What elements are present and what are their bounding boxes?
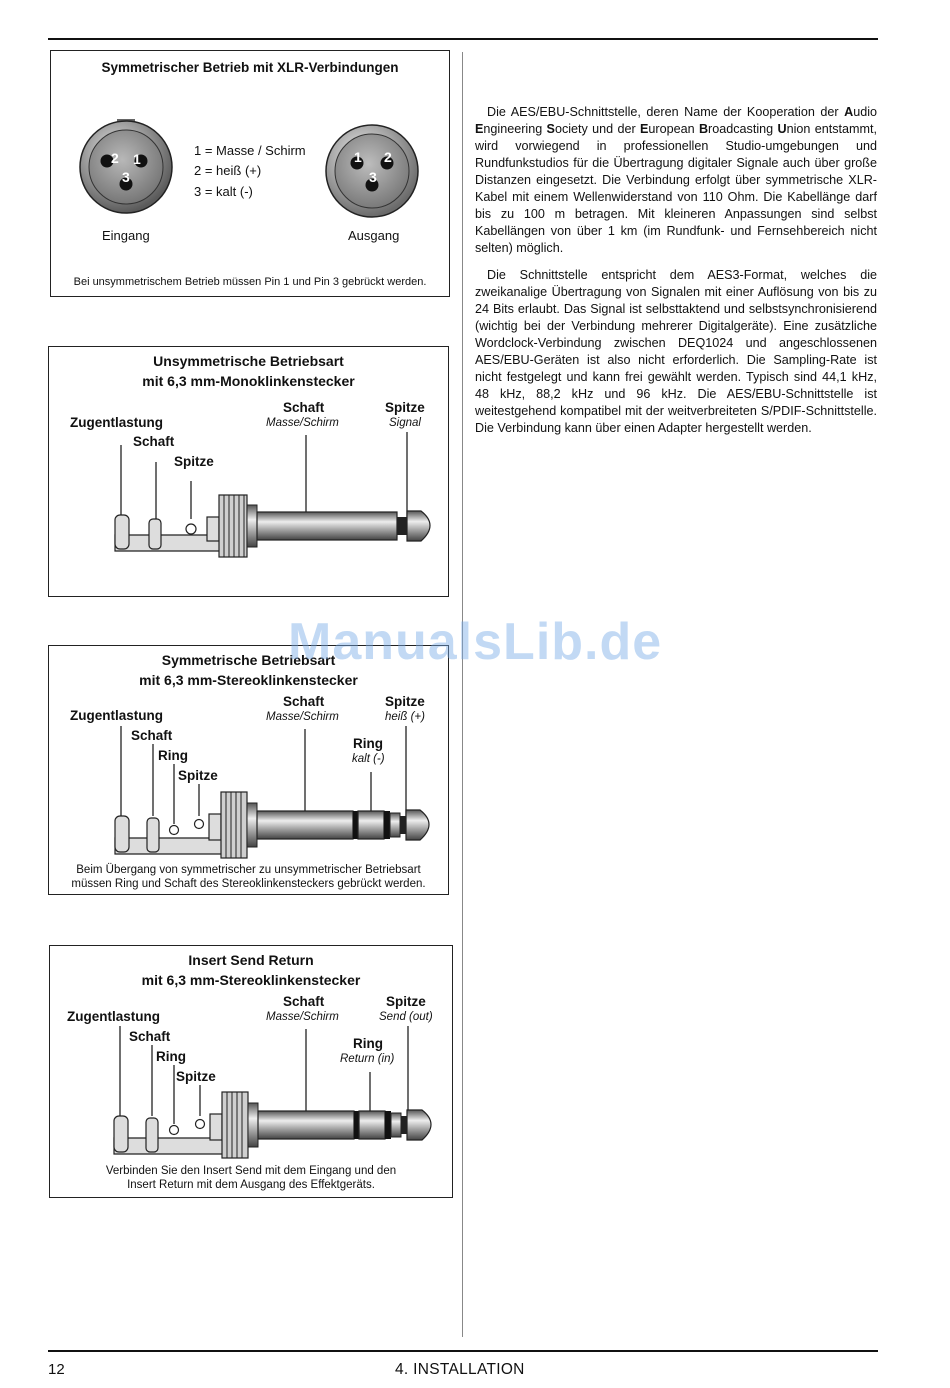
xlr-legend-2: 2 = heiß (+) xyxy=(194,163,262,178)
stereo-label-tip: Spitze xyxy=(385,694,425,709)
watermark-text: ManualsLib.de xyxy=(288,613,663,671)
mono-label-sleeve: Schaft xyxy=(283,400,325,415)
mono-label-sleeve-sub: Masse/Schirm xyxy=(266,417,339,429)
mono-label-strain-relief: Zugentlastung xyxy=(70,415,163,430)
insert-jack-plug-drawing xyxy=(113,1026,432,1159)
insert-label-ring-small: Ring xyxy=(156,1049,186,1064)
insert-label-tip-sub: Send (out) xyxy=(379,1011,433,1023)
xlr-male-pin-2: 2 xyxy=(384,149,392,165)
xlr-male-pin-1: 1 xyxy=(354,149,362,165)
stereo-title-2: mit 6,3 mm-Stereoklinkenstecker xyxy=(139,672,358,688)
xlr-female-pin-3: 3 xyxy=(122,169,130,185)
insert-label-sleeve-small: Schaft xyxy=(129,1029,171,1044)
xlr-female-pin-1: 1 xyxy=(133,151,141,167)
insert-label-ring: Ring xyxy=(353,1036,383,1051)
mono-label-tip: Spitze xyxy=(385,400,425,415)
mono-title-2: mit 6,3 mm-Monoklinkenstecker xyxy=(142,373,355,389)
insert-label-tip-small: Spitze xyxy=(176,1069,216,1084)
xlr-output-label: Ausgang xyxy=(348,228,400,243)
column-separator xyxy=(462,52,463,1337)
insert-label-sleeve: Schaft xyxy=(283,994,325,1009)
stereo-note-1: Beim Übergang von symmetrischer zu unsym… xyxy=(76,864,421,876)
stereo-label-tip-small: Spitze xyxy=(178,768,218,783)
insert-label-tip: Spitze xyxy=(386,994,426,1009)
stereo-label-strain-relief: Zugentlastung xyxy=(70,708,163,723)
stereo-label-ring-small: Ring xyxy=(158,748,188,763)
bottom-rule xyxy=(48,1350,878,1352)
insert-note-2: Insert Return mit dem Ausgang des Effekt… xyxy=(127,1179,375,1191)
stereo-label-ring: Ring xyxy=(353,736,383,751)
stereo-label-sleeve: Schaft xyxy=(283,694,325,709)
chapter-title: 4. INSTALLATION xyxy=(395,1361,525,1378)
insert-label-strain-relief: Zugentlastung xyxy=(67,1009,160,1024)
insert-title-1: Insert Send Return xyxy=(188,952,314,968)
xlr-male-connector xyxy=(325,124,419,218)
xlr-note: Bei unsymmetrischem Betrieb müssen Pin 1… xyxy=(73,276,427,288)
stereo-title-1: Symmetrische Betriebsart xyxy=(161,652,336,668)
mono-title-1: Unsymmetrische Betriebsart xyxy=(153,353,344,369)
xlr-legend-3: 3 = kalt (-) xyxy=(194,184,253,199)
mono-label-tip-sub: Signal xyxy=(389,417,421,429)
insert-label-sleeve-sub: Masse/Schirm xyxy=(266,1011,339,1023)
xlr-legend-1: 1 = Masse / Schirm xyxy=(194,143,306,158)
insert-jack-box: Insert Send Return mit 6,3 mm-Stereoklin… xyxy=(49,945,453,1198)
aes-ebu-paragraph-1: Die AES/EBU-Schnittstelle, deren Name de… xyxy=(475,105,877,255)
mono-label-tip-small: Spitze xyxy=(174,454,214,469)
mono-label-sleeve-small: Schaft xyxy=(133,434,175,449)
xlr-title: Symmetrischer Betrieb mit XLR-Verbindung… xyxy=(101,60,399,75)
stereo-label-tip-sub: heiß (+) xyxy=(385,711,425,723)
xlr-input-label: Eingang xyxy=(102,228,150,243)
xlr-female-connector xyxy=(79,119,173,214)
top-rule xyxy=(48,38,878,40)
xlr-male-pin-3: 3 xyxy=(369,169,377,185)
mono-jack-box: Unsymmetrische Betriebsart mit 6,3 mm-Mo… xyxy=(48,346,449,597)
stereo-label-sleeve-sub: Masse/Schirm xyxy=(266,711,339,723)
stereo-jack-box: Symmetrische Betriebsart mit 6,3 mm-Ster… xyxy=(48,645,449,895)
stereo-label-ring-sub: kalt (-) xyxy=(352,753,385,765)
page-number: 12 xyxy=(48,1361,65,1378)
stereo-jack-plug-drawing xyxy=(114,726,430,859)
mono-jack-plug-drawing xyxy=(114,432,431,558)
xlr-female-pin-2: 2 xyxy=(111,150,119,166)
stereo-note-2: müssen Ring und Schaft des Stereoklinken… xyxy=(71,878,426,890)
xlr-diagram-box: Symmetrischer Betrieb mit XLR-Verbindung… xyxy=(50,50,450,297)
stereo-label-sleeve-small: Schaft xyxy=(131,728,173,743)
insert-label-ring-sub: Return (in) xyxy=(340,1053,395,1065)
insert-title-2: mit 6,3 mm-Stereoklinkenstecker xyxy=(141,972,361,988)
insert-note-1: Verbinden Sie den Insert Send mit dem Ei… xyxy=(105,1165,397,1177)
aes-ebu-paragraph-2: Die Schnittstelle entspricht dem AES3-Fo… xyxy=(475,268,877,435)
